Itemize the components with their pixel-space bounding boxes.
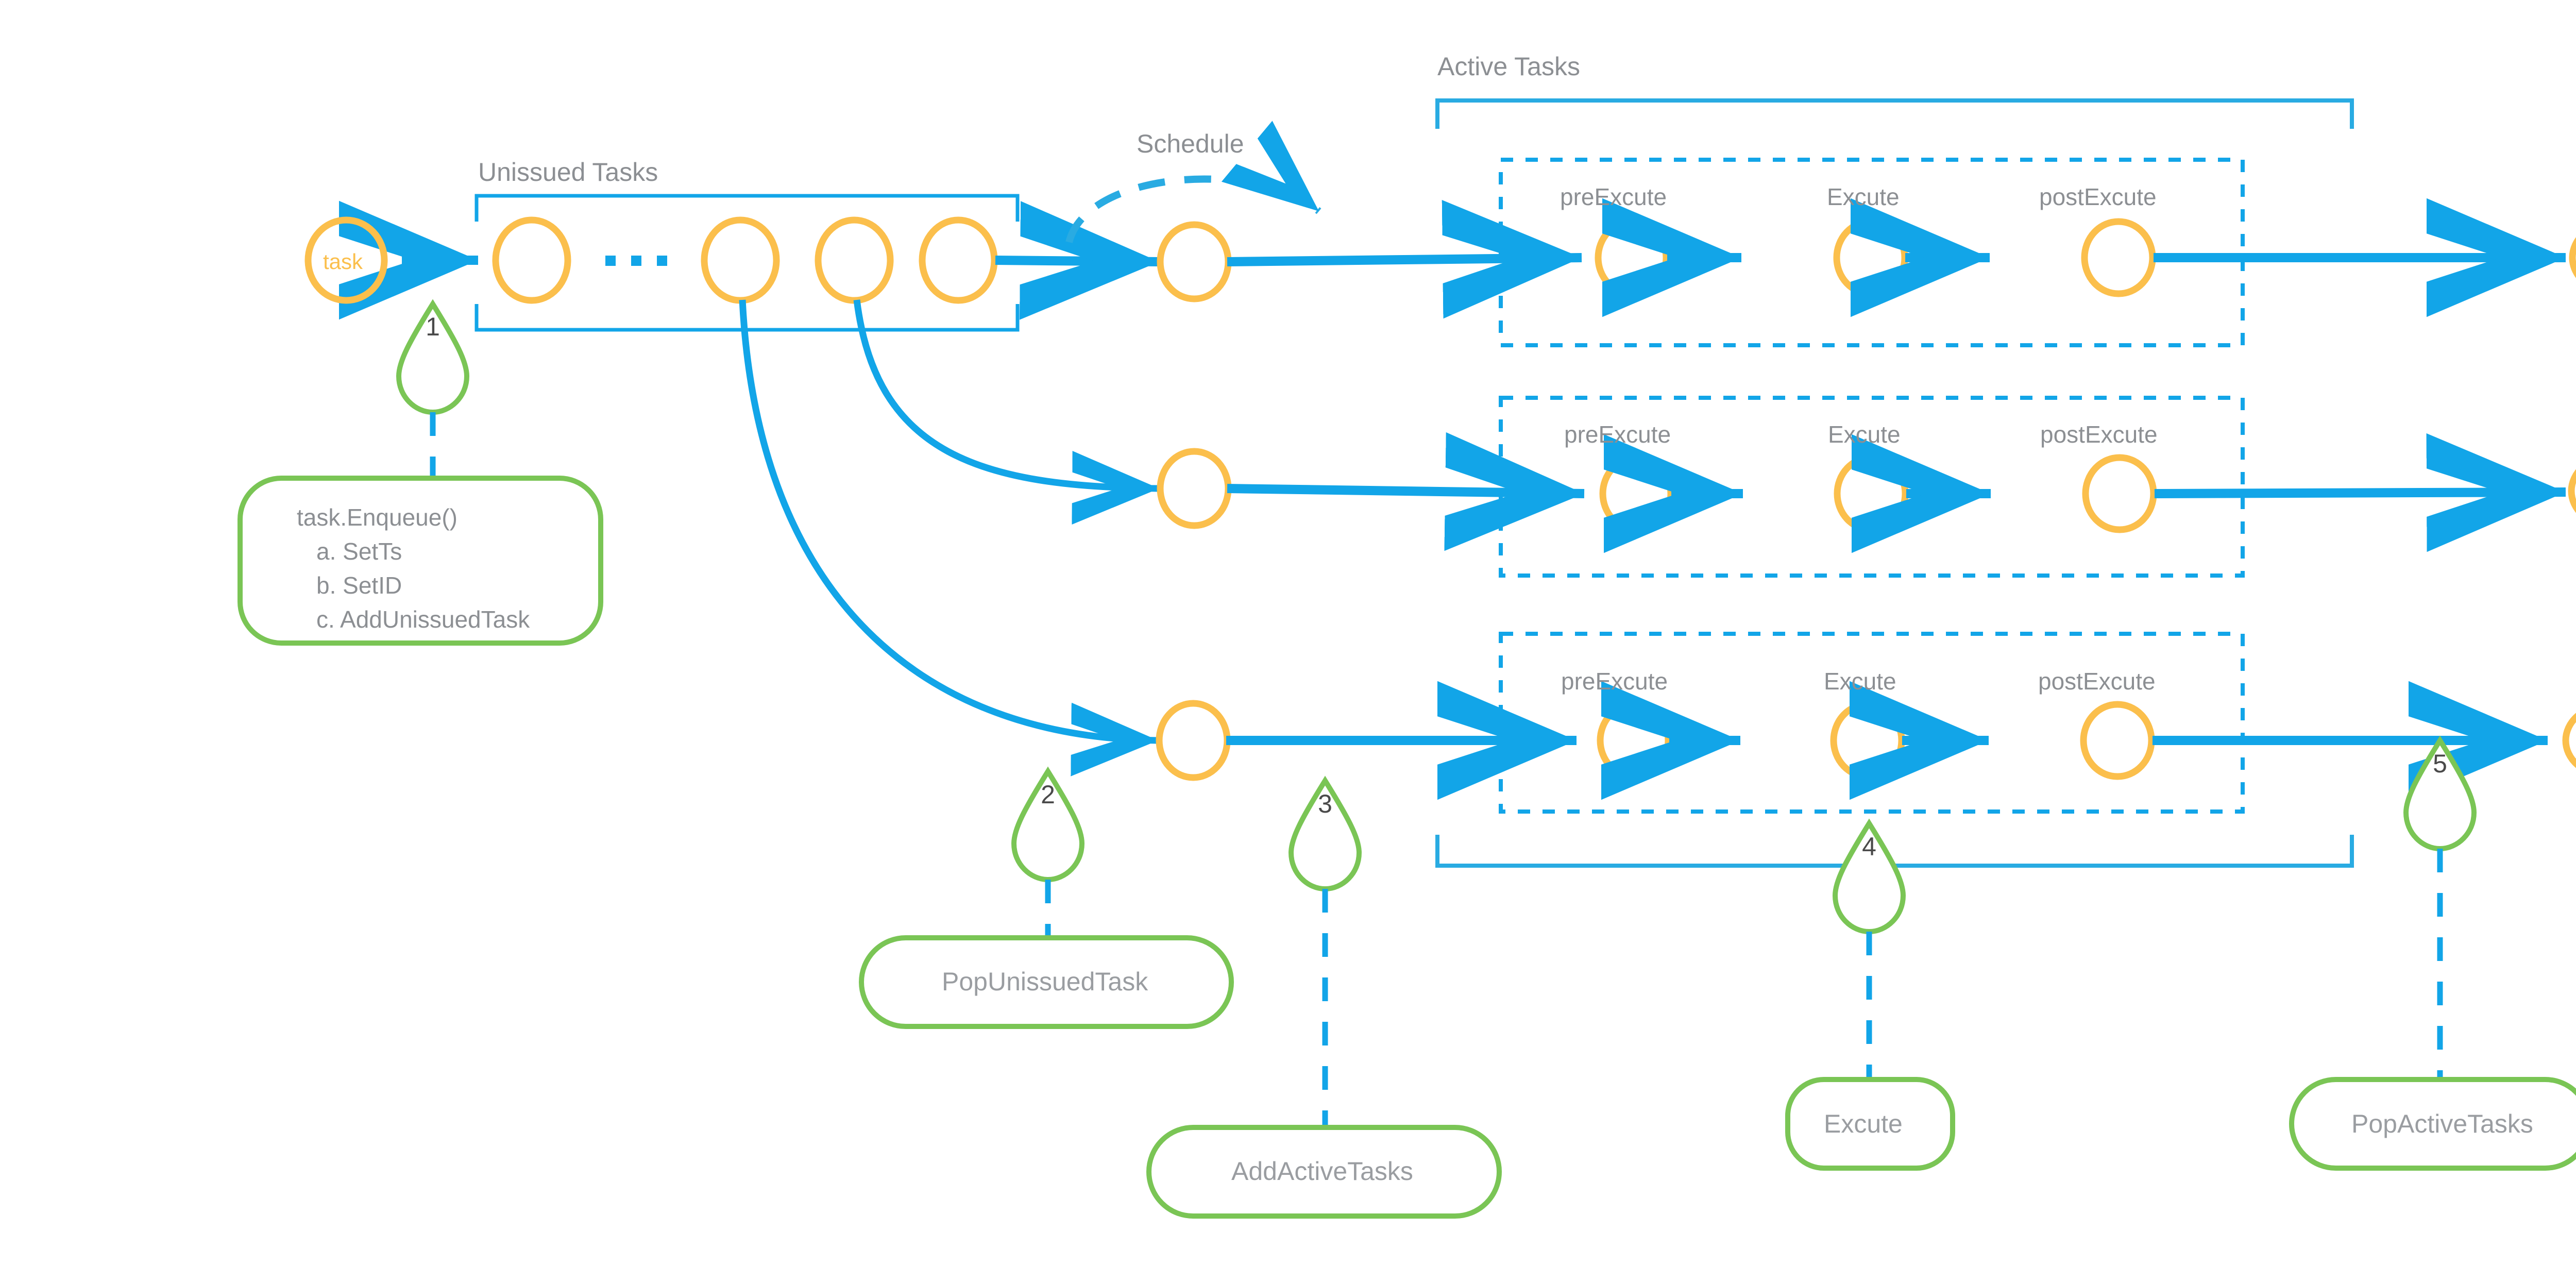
callout-enqueue-box (238, 476, 603, 646)
node-task-label: task (323, 249, 363, 274)
node-task (304, 216, 388, 304)
row1-output-node (2569, 237, 2576, 278)
schedule-label: Schedule (1137, 129, 1244, 158)
row3-stage-excute (1830, 701, 1905, 780)
marker-3-number: 3 (1318, 789, 1332, 818)
active-tasks-bracket (1435, 98, 2354, 868)
node-unissued-1 (492, 216, 571, 304)
row3-stage-preexcute (1597, 701, 1672, 780)
marker-2-number: 2 (1041, 780, 1055, 809)
row1-dashed-box (1499, 158, 2245, 347)
row1-stage-postexcute (2081, 218, 2156, 297)
marker-4-number: 4 (1862, 832, 1876, 861)
callout-add-active-label: AddActiveTasks (1231, 1157, 1413, 1186)
callout-pop-active-box (2289, 1077, 2576, 1171)
pipeline-row-2 (1157, 396, 2576, 578)
callout-enqueue-line3: b. SetID (316, 572, 402, 599)
row2-label-postexcute: postExcute (2040, 421, 2158, 448)
node-unissued-3 (815, 216, 894, 304)
edge-queue-to-row1 (995, 201, 1160, 320)
pipeline-row-1 (1157, 158, 2576, 347)
row2-label-excute: Excute (1828, 421, 1901, 448)
marker-1-number: 1 (426, 312, 440, 341)
row3-label-preexcute: preExcute (1561, 668, 1668, 695)
callout-pop-unissued-box (859, 935, 1234, 1029)
row2-dashed-box (1499, 396, 2245, 578)
row3-stage-postexcute (2080, 701, 2155, 780)
marker-4-group (1832, 818, 1906, 1079)
edge-queue-to-row3 (739, 299, 1159, 777)
schedule-dashed-arrow (1065, 121, 1321, 243)
marker-5-group (2403, 735, 2477, 1079)
row1-label-postexcute: postExcute (2039, 183, 2157, 210)
node-unissued-2 (701, 216, 780, 304)
unissued-tasks-bracket (474, 194, 1020, 332)
queue-ellipsis-dots (605, 256, 667, 266)
unissued-tasks-title: Unissued Tasks (478, 158, 658, 187)
row2-stage-excute (1834, 454, 1909, 533)
edge-queue-to-row2 (853, 299, 1160, 525)
marker-5-number: 5 (2433, 749, 2447, 778)
callout-execute-label: Excute (1824, 1109, 1903, 1138)
row1-entry-node (1157, 221, 1232, 302)
callout-enqueue-line4: c. AddUnissuedTask (316, 606, 530, 633)
active-tasks-title: Active Tasks (1437, 52, 1580, 81)
callout-add-active-box (1146, 1125, 1502, 1219)
row3-dashed-box (1499, 632, 2245, 814)
row3-label-postexcute: postExcute (2038, 668, 2156, 695)
row2-entry-node (1157, 448, 1232, 529)
marker-1-group (396, 299, 470, 482)
callout-pop-unissued-label: PopUnissuedTask (942, 967, 1148, 996)
row1-label-preexcute: preExcute (1560, 183, 1667, 210)
row2-label-preexcute: preExcute (1564, 421, 1671, 448)
row2-stage-postexcute (2082, 454, 2157, 533)
row1-stage-preexcute (1595, 218, 1670, 297)
marker-3-group (1288, 775, 1362, 1126)
row2-output-node (2568, 469, 2576, 513)
row3-output-node (2562, 713, 2576, 768)
row3-label-excute: Excute (1824, 668, 1896, 695)
node-unissued-4 (919, 216, 998, 304)
marker-2-group (1011, 766, 1085, 940)
callout-pop-active-label: PopActiveTasks (2351, 1109, 2533, 1138)
row1-stage-excute (1833, 218, 1908, 297)
row1-label-excute: Excute (1827, 183, 1900, 210)
callout-enqueue-line2: a. SetTs (316, 538, 402, 565)
callout-execute-box (1785, 1077, 1955, 1171)
row2-stage-preexcute (1599, 454, 1674, 533)
callout-enqueue-line1: task.Enqueue() (297, 504, 457, 531)
row3-entry-node (1156, 700, 1231, 781)
pipeline-row-3 (1156, 632, 2576, 814)
